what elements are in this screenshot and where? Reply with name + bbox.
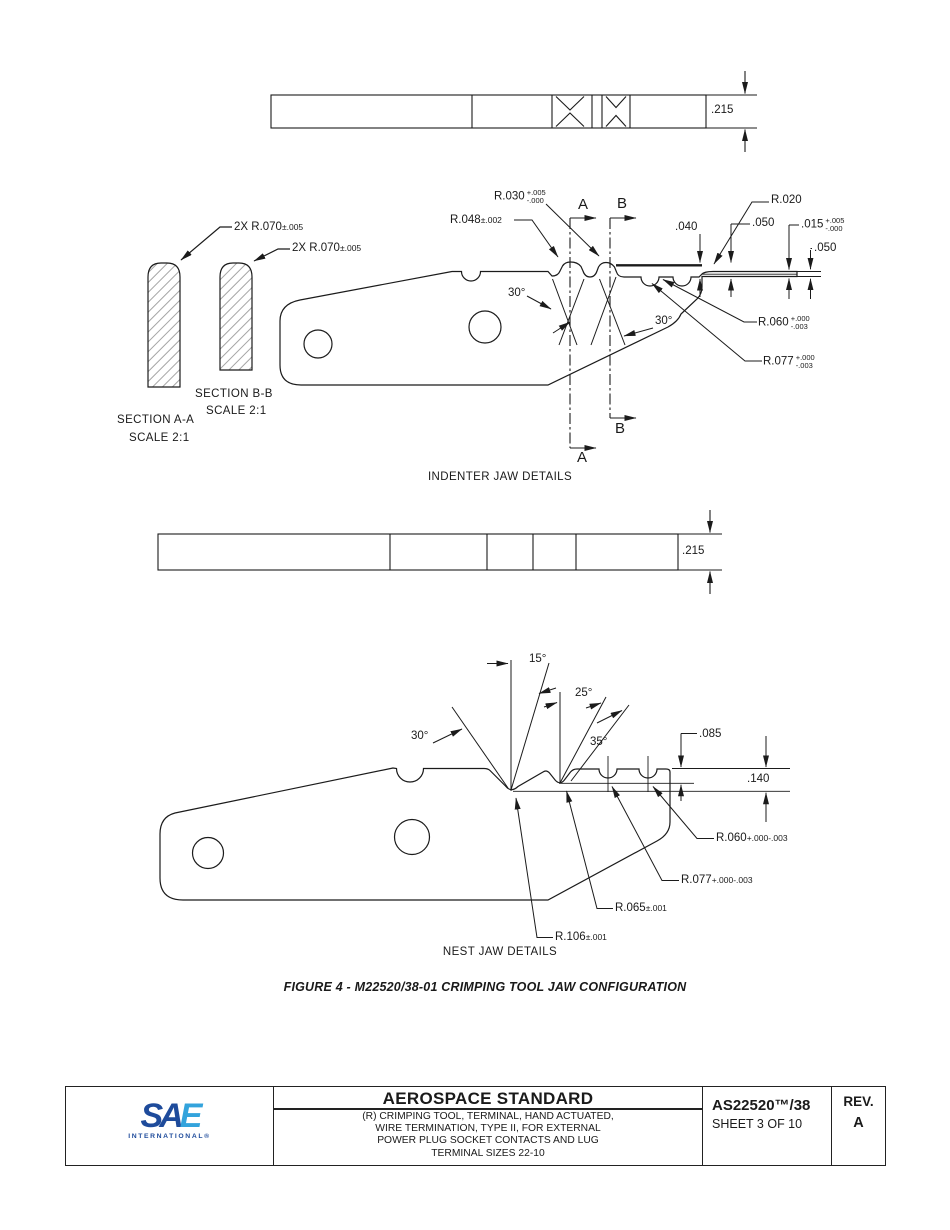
dim-015-tol-plus: +.005: [825, 216, 845, 225]
rev-value: A: [853, 1115, 864, 1131]
dim-r048: R.048±.002: [450, 214, 502, 226]
callout-2x-r070-b-tol: ±.005: [339, 243, 362, 253]
dim-r030-tolstack: +.005-.000: [527, 189, 546, 204]
dim-angle-25-nest: 25°: [575, 687, 593, 699]
dim-r030: R.030+.005-.000: [494, 189, 546, 204]
section-aa-scale: SCALE 2:1: [129, 432, 190, 444]
subtitle-line: (R) CRIMPING TOOL, TERMINAL, HAND ACTUAT…: [362, 1111, 614, 1122]
title-block: SAE INTERNATIONAL® AEROSPACE STANDARD (R…: [65, 1086, 886, 1166]
sae-logo: SAE INTERNATIONAL®: [66, 1099, 273, 1140]
dim-r077-indenter-base: R.077: [763, 355, 794, 368]
title-divider-rule: [274, 1108, 702, 1110]
indenter-section-lines: [569, 215, 637, 451]
sae-logo-a: A: [159, 1097, 183, 1135]
callout-2x-r070-b-base: 2X R.070: [292, 242, 340, 254]
dim-r048-tol: ±.002: [480, 215, 502, 225]
dim-r060-indenter-tol-minus: -.003: [790, 321, 808, 331]
callout-2x-r070-a-tol: ±.005: [281, 222, 304, 232]
section-arrow-label-a-top: A: [578, 196, 589, 213]
nest-blade-side-view: [157, 510, 722, 594]
indenter-blade-side-view: [270, 71, 757, 152]
dim-r106-nest-base: R.106: [555, 931, 586, 943]
dim-r065-nest: R.065±.001: [615, 902, 667, 914]
dim-angle-30-right: 30°: [655, 315, 673, 327]
sae-logo-international: INTERNATIONAL®: [128, 1133, 211, 1140]
document-number: AS22520™/38: [712, 1097, 811, 1114]
dim-r065-nest-base: R.065: [615, 902, 646, 914]
dim-040: .040: [675, 221, 698, 233]
dim-015-base: .015: [801, 218, 824, 231]
dim-top-blade-thickness: .215: [711, 104, 734, 116]
dim-085: .085: [699, 728, 722, 740]
section-arrow-label-b-bottom: B: [615, 420, 626, 437]
dim-r077-nest-tol: +.000-.003: [711, 875, 753, 885]
dim-r060-nest-base: R.060: [716, 832, 747, 844]
section-arrow-label-a-bottom: A: [577, 449, 588, 466]
nest-dimension-leaders: [513, 733, 790, 938]
dim-r106-nest: R.106±.001: [555, 931, 607, 943]
dim-angle-30-nest: 30°: [411, 730, 429, 742]
title-block-title: AEROSPACE STANDARD: [382, 1089, 594, 1108]
dim-r060-nest-tol: +.000-.003: [746, 833, 788, 843]
dim-r077-indenter-tol-plus: +.000: [795, 353, 815, 362]
figure-caption: FIGURE 4 - M22520/38-01 CRIMPING TOOL JA…: [283, 980, 687, 994]
title-block-subtitle: (R) CRIMPING TOOL, TERMINAL, HAND ACTUAT…: [274, 1111, 702, 1160]
section-bb-title: SECTION B-B: [195, 388, 273, 400]
title-block-number-cell: AS22520™/38 SHEET 3 OF 10: [702, 1087, 831, 1165]
subtitle-line: TERMINAL SIZES 22-10: [431, 1147, 545, 1159]
dim-r077-indenter: R.077+.000-.003: [763, 354, 815, 369]
dim-angle-30-left: 30°: [508, 287, 526, 299]
dim-r030-tol-minus: -.000: [526, 195, 544, 205]
subtitle-line: POWER PLUG SOCKET CONTACTS AND LUG: [377, 1135, 599, 1147]
indenter-caption: INDENTER JAW DETAILS: [427, 471, 573, 483]
rev-label: REV.: [843, 1094, 874, 1109]
callout-2x-r070-a: 2X R.070±.005: [234, 221, 303, 233]
callout-2x-r070-a-base: 2X R.070: [234, 221, 282, 233]
dim-r060-indenter-base: R.060: [758, 316, 789, 329]
dim-050-upper: .050: [752, 217, 775, 229]
dim-angle-15-nest: 15°: [529, 653, 547, 665]
sae-logo-e: E: [179, 1097, 203, 1135]
dim-r077-indenter-tol-minus: -.003: [795, 360, 813, 370]
title-block-rev-cell: REV. A: [831, 1087, 885, 1165]
dim-r065-nest-tol: ±.001: [645, 903, 667, 913]
sheet-number: SHEET 3 OF 10: [712, 1117, 803, 1131]
nest-jaw-outline: [159, 756, 671, 901]
section-aa-title: SECTION A-A: [117, 414, 195, 426]
dim-r048-base: R.048: [450, 214, 481, 226]
dim-015: .015+.005-.000: [801, 217, 844, 232]
section-bb-scale: SCALE 2:1: [206, 405, 267, 417]
dim-mid-blade-thickness: .215: [682, 545, 705, 557]
dim-r077-nest-base: R.077: [681, 874, 712, 886]
indenter-dimension-leaders: [514, 201, 814, 362]
section-cut-views: [147, 226, 290, 388]
subtitle-line: WIRE TERMINATION, TYPE II, FOR EXTERNAL: [375, 1123, 601, 1135]
dim-r060-indenter-tol-plus: +.000: [790, 314, 810, 323]
callout-2x-r070-b: 2X R.070±.005: [292, 242, 361, 254]
dim-015-tol-minus: -.000: [825, 223, 843, 233]
nest-caption: NEST JAW DETAILS: [442, 946, 558, 958]
section-arrow-label-b-top: B: [617, 195, 628, 212]
dim-050-right: .050: [814, 242, 837, 254]
dim-r106-nest-tol: ±.001: [585, 932, 607, 942]
dim-r030-base: R.030: [494, 190, 525, 203]
dim-r077-indenter-tolstack: +.000-.003: [796, 354, 815, 369]
dim-r030-tol-plus: +.005: [526, 188, 546, 197]
title-block-logo-cell: SAE INTERNATIONAL®: [66, 1087, 273, 1165]
dim-r060-indenter-tolstack: +.000-.003: [791, 315, 810, 330]
dim-r060-indenter: R.060+.000-.003: [758, 315, 810, 330]
sae-logo-letters: SAE: [140, 1097, 203, 1135]
title-block-title-cell: AEROSPACE STANDARD (R) CRIMPING TOOL, TE…: [273, 1087, 702, 1165]
dim-015-tolstack: +.005-.000: [825, 217, 844, 232]
dim-r020: R.020: [771, 194, 802, 206]
dim-r077-nest: R.077+.000-.003: [681, 874, 753, 886]
dim-140: .140: [747, 773, 770, 785]
nest-angle-construction: [432, 660, 630, 791]
sae-logo-s: S: [140, 1097, 164, 1135]
indenter-jaw-outline: [279, 261, 821, 386]
dim-r060-nest: R.060+.000-.003: [716, 832, 788, 844]
dim-angle-35-nest: 35°: [590, 736, 608, 748]
